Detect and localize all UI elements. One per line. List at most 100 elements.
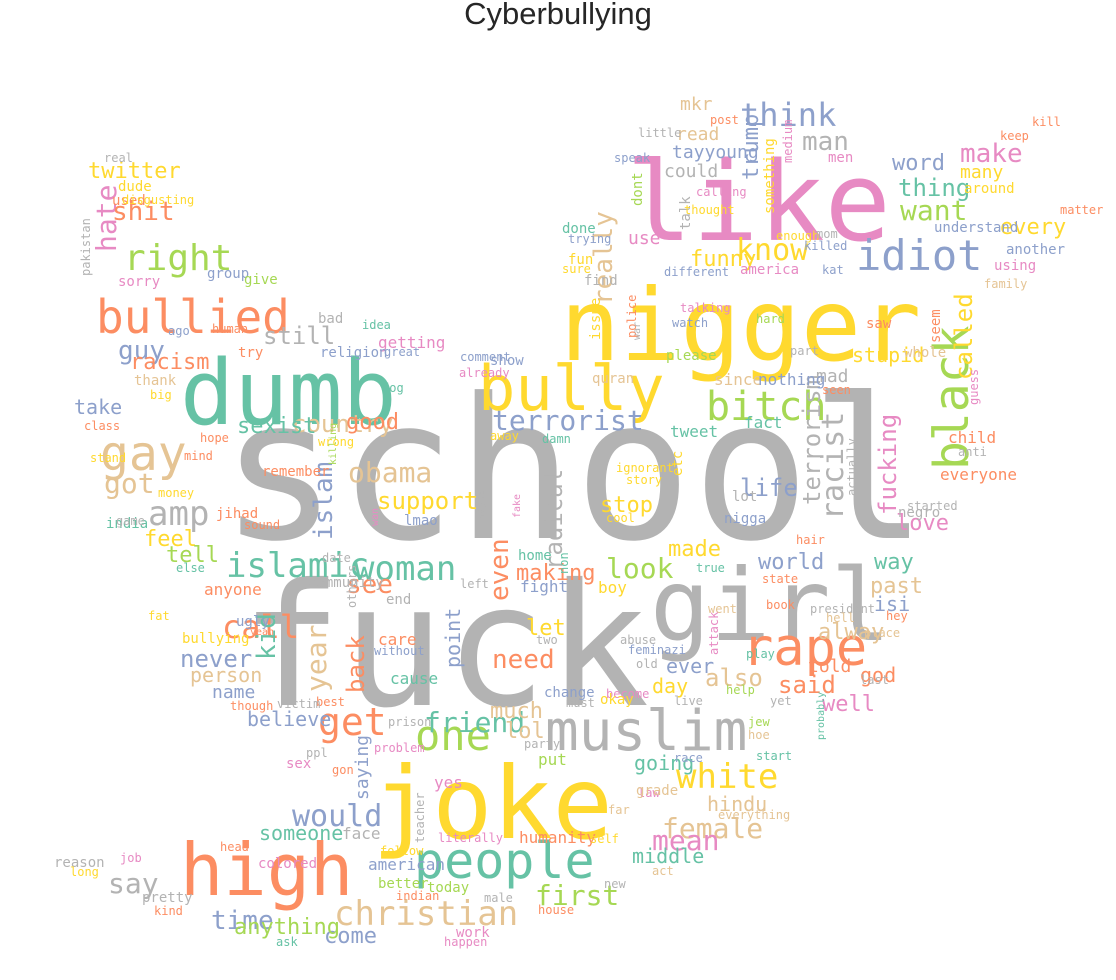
cloud-word-like: like — [626, 138, 891, 266]
cloud-word-fucking: fucking — [874, 414, 902, 515]
cloud-word-woman: woman — [354, 549, 456, 589]
cloud-word-islamic: islamic — [226, 546, 369, 586]
cloud-word-use: use — [628, 228, 661, 249]
cloud-word-war: war — [632, 322, 643, 340]
cloud-word-fake: fake — [512, 494, 523, 518]
cloud-word-killing: killing — [328, 423, 339, 465]
cloud-word-two: two — [536, 633, 558, 647]
cloud-word-far: far — [608, 803, 630, 817]
cloud-word-mkr: mkr — [680, 94, 713, 115]
cloud-word-ignorant: ignorant — [616, 461, 674, 475]
cloud-word-ask: ask — [276, 935, 298, 949]
cloud-word-anything: anything — [234, 915, 340, 940]
cloud-word-victim: victim — [277, 697, 320, 711]
cloud-word-ago: ago — [168, 324, 190, 338]
cloud-word-guy: guy — [118, 336, 165, 366]
cloud-word-kat: kat — [822, 263, 844, 277]
cloud-word-already: already — [459, 366, 510, 380]
cloud-word-saw: saw — [866, 316, 892, 332]
cloud-word-others: others — [345, 565, 359, 608]
cloud-word-friend: friend — [424, 706, 525, 739]
cloud-word-middle: middle — [632, 844, 704, 868]
cloud-word-kind: kind — [154, 904, 183, 918]
cloud-word-racism: racism — [130, 350, 209, 375]
cloud-word-tell: tell — [166, 543, 219, 568]
cloud-word-need: need — [492, 645, 555, 675]
cloud-word-around: around — [964, 181, 1015, 197]
cloud-word-money: money — [158, 486, 194, 500]
cloud-word-self: self — [590, 832, 619, 846]
cloud-word-sorry: sorry — [118, 274, 160, 290]
cloud-word-remember: remember — [262, 464, 329, 480]
cloud-word-get: get — [318, 700, 387, 744]
cloud-word-group: group — [207, 266, 249, 282]
cloud-word-colored: colored — [258, 856, 317, 872]
cloud-word-thank: thank — [134, 373, 177, 389]
cloud-word-become: become — [606, 687, 649, 701]
cloud-word-state: state — [762, 572, 798, 586]
cloud-word-old: old — [636, 657, 658, 671]
cloud-word-never: never — [180, 645, 252, 673]
cloud-word-try: try — [238, 345, 263, 361]
cloud-word-using: using — [994, 258, 1036, 274]
cloud-word-let: let — [526, 616, 566, 641]
cloud-word-kid: kid — [252, 613, 282, 660]
cloud-word-muslim: muslim — [545, 699, 747, 764]
cloud-word-indian: indian — [396, 889, 439, 903]
cloud-word-medium: medium — [781, 120, 795, 163]
cloud-word-seem: seem — [928, 309, 944, 343]
cloud-word-would: would — [292, 799, 382, 834]
cloud-word-cool: cool — [606, 511, 635, 525]
cloud-word-back: back — [342, 635, 370, 693]
cloud-word-different: different — [664, 265, 729, 279]
cloud-word-negro: negro — [898, 505, 940, 521]
cloud-word-someone: someone — [259, 821, 343, 845]
cloud-word-game: game — [116, 514, 145, 528]
cloud-word-part: part — [790, 344, 819, 358]
cloud-word-reason: reason — [54, 855, 105, 871]
cloud-word-problem: problem — [374, 741, 425, 755]
cloud-word-actually: actually — [845, 438, 859, 496]
cloud-word-long: long — [70, 865, 99, 879]
cloud-word-first: first — [535, 879, 619, 912]
cloud-word-stand: stand — [90, 451, 126, 465]
cloud-word-give: give — [244, 272, 278, 288]
cloud-word-care: care — [378, 630, 417, 649]
cloud-word-lmao: lmao — [404, 513, 438, 529]
cloud-word-isi: isi — [874, 592, 910, 616]
cloud-word-look: look — [606, 552, 674, 585]
cloud-word-told: told — [808, 656, 851, 677]
cloud-word-pretty: pretty — [142, 890, 193, 906]
cloud-word-grade: grade — [636, 783, 678, 799]
cloud-word-bad: bad — [318, 311, 343, 327]
cloud-word-bitch: bitch — [706, 384, 826, 430]
cloud-word-party: party — [524, 737, 560, 751]
cloud-word-male: male — [484, 891, 513, 905]
cloud-word-much: much — [490, 699, 543, 724]
cloud-word-shit: shit — [112, 197, 175, 227]
cloud-word-seen: seen — [822, 383, 851, 397]
cloud-word-etc: etc — [670, 451, 686, 476]
cloud-word-made: made — [668, 537, 721, 562]
cloud-word-bullying: bullying — [182, 631, 249, 647]
cloud-word-mean: mean — [652, 824, 719, 857]
cloud-word-teacher: teacher — [413, 792, 427, 843]
cloud-word-support: support — [377, 487, 478, 515]
cloud-word-big: big — [150, 388, 172, 402]
cloud-word-female: female — [662, 812, 763, 845]
cloud-word-community: community — [308, 575, 384, 591]
cloud-word-since: since — [714, 370, 762, 389]
cloud-word-stupid: stupid — [852, 343, 924, 367]
cloud-word-lot: lot — [732, 489, 757, 505]
cloud-word-got: got — [104, 467, 155, 500]
cloud-word-take: take — [74, 395, 122, 419]
cloud-word-bully: bully — [478, 352, 665, 425]
cloud-word-girl: girl — [650, 547, 891, 664]
cloud-word-thought: thought — [684, 203, 735, 217]
chart-title: Cyberbullying — [464, 0, 652, 31]
cloud-word-hoe: hoe — [748, 728, 770, 742]
cloud-word-dont: dont — [630, 172, 646, 206]
cloud-word-hate: hate — [90, 185, 123, 252]
cloud-word-something: something — [762, 138, 778, 214]
cloud-word-terrorism: terrorism — [798, 375, 826, 505]
